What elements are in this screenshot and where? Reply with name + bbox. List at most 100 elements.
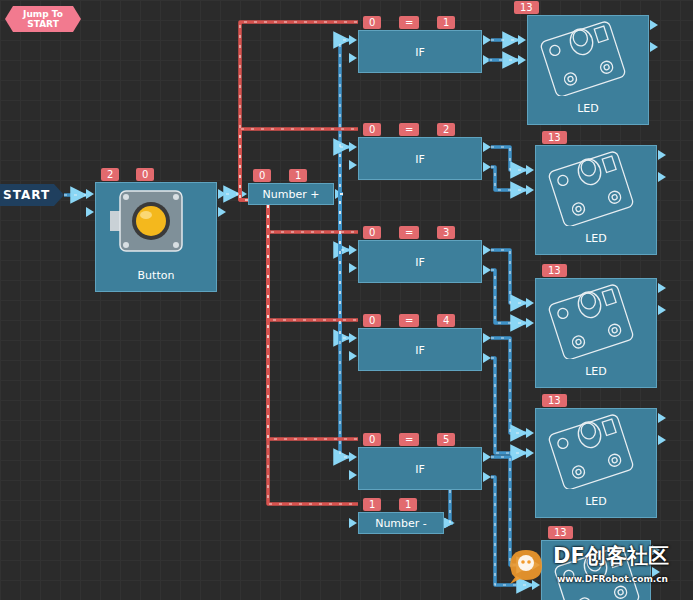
- port-triangle: [483, 472, 491, 482]
- flow-wire: [491, 358, 526, 453]
- port-triangle: [218, 207, 226, 217]
- parameter-tag: 0: [363, 433, 381, 446]
- parameter-tag: 0: [136, 168, 154, 181]
- wire-dash: [240, 22, 358, 200]
- if-block: 0=2IF: [358, 137, 482, 180]
- wire-dash: [340, 147, 349, 194]
- edge-layer: [64, 22, 532, 585]
- parameter-tag: 13: [514, 1, 539, 14]
- block-label: Jump To START: [17, 9, 69, 29]
- wire-dash: [491, 250, 526, 303]
- port-triangle: [86, 207, 94, 217]
- wire-dash: [491, 457, 532, 565]
- port-triangle: [658, 305, 666, 315]
- port-triangle: [518, 55, 526, 65]
- watermark-text: DF创客社区: [553, 542, 669, 570]
- parameter-tag: 13: [542, 394, 567, 407]
- led-block: 13LED: [527, 15, 649, 125]
- block-label: START: [3, 188, 50, 202]
- flow-wire: [491, 38, 518, 42]
- parameter-tag: 1: [289, 169, 307, 182]
- port-triangle: [349, 35, 357, 45]
- flow-wire: [490, 58, 518, 62]
- port-triangle: [526, 165, 534, 175]
- port-triangle: [349, 470, 357, 480]
- wire-dash: [268, 205, 358, 439]
- port-triangle: [483, 245, 491, 255]
- wire-dash: [491, 358, 526, 453]
- wire-dash: [491, 147, 526, 170]
- port-triangle: [86, 189, 94, 199]
- parameter-tag: 0: [253, 169, 271, 182]
- watermark-logo: [510, 550, 542, 584]
- port-triangle: [526, 298, 534, 308]
- button-block: 20Button: [95, 182, 217, 292]
- port-triangle: [349, 245, 357, 255]
- port-triangle: [526, 428, 534, 438]
- parameter-tag: =: [399, 433, 419, 446]
- wire-dash: [340, 194, 349, 338]
- port-layer: [86, 20, 666, 590]
- port-triangle: [483, 35, 491, 45]
- port-triangle: [218, 189, 226, 199]
- port-triangle: [518, 35, 526, 45]
- parameter-tag: =: [399, 16, 419, 29]
- parameter-tag: 0: [363, 314, 381, 327]
- parameter-tag: =: [399, 314, 419, 327]
- led-illustration: [536, 409, 644, 489]
- parameter-tag: 1: [399, 498, 417, 511]
- flow-wire: [491, 270, 526, 323]
- parameter-tag: 13: [542, 131, 567, 144]
- parameter-tag: =: [399, 123, 419, 136]
- wire-dash: [268, 205, 358, 232]
- flow-wire: [226, 192, 239, 196]
- led-block: 13LED: [535, 278, 657, 388]
- led-illustration: [536, 146, 644, 226]
- port-triangle: [349, 452, 357, 462]
- flow-wire: [450, 490, 453, 523]
- wire-dash: [491, 167, 526, 190]
- parameter-tag: 13: [542, 264, 567, 277]
- block-label: LED: [528, 102, 648, 115]
- parameter-tag: 0: [363, 123, 381, 136]
- port-triangle: [526, 448, 534, 458]
- block-label: LED: [536, 232, 656, 245]
- data-wire: [268, 205, 358, 439]
- wire-dash: [268, 205, 358, 320]
- parameter-tag: 4: [437, 314, 455, 327]
- number-block: 11Number -: [358, 512, 444, 534]
- port-triangle: [349, 53, 357, 63]
- wire-dash: [340, 194, 349, 250]
- port-triangle: [526, 185, 534, 195]
- block-label: LED: [536, 495, 656, 508]
- led-illustration: [536, 279, 644, 359]
- block-label: Number -: [359, 517, 443, 530]
- port-triangle: [349, 333, 357, 343]
- wire-dash: [268, 205, 358, 504]
- block-label: LED: [536, 365, 656, 378]
- if-block: 0=4IF: [358, 328, 482, 371]
- wire-dash: [340, 40, 349, 194]
- start-arrow: START: [0, 184, 64, 206]
- block-label: IF: [359, 343, 481, 356]
- wire-dash: [340, 194, 349, 457]
- wire-dash: [491, 39, 518, 40]
- data-wire: [268, 205, 358, 320]
- if-block: 0=5IF: [358, 447, 482, 490]
- port-triangle: [650, 20, 658, 30]
- led-block: 13LED: [535, 408, 657, 518]
- port-triangle: [349, 160, 357, 170]
- data-wire: [268, 205, 358, 232]
- wire-dash: [64, 194, 86, 195]
- port-triangle: [349, 518, 357, 528]
- port-triangle: [483, 162, 491, 172]
- port-triangle: [658, 283, 666, 293]
- port-triangle: [349, 351, 357, 361]
- flow-wire: [64, 193, 86, 197]
- port-triangle: [483, 452, 491, 462]
- port-triangle: [349, 263, 357, 273]
- port-triangle: [658, 435, 666, 445]
- button-illustration: [96, 183, 204, 263]
